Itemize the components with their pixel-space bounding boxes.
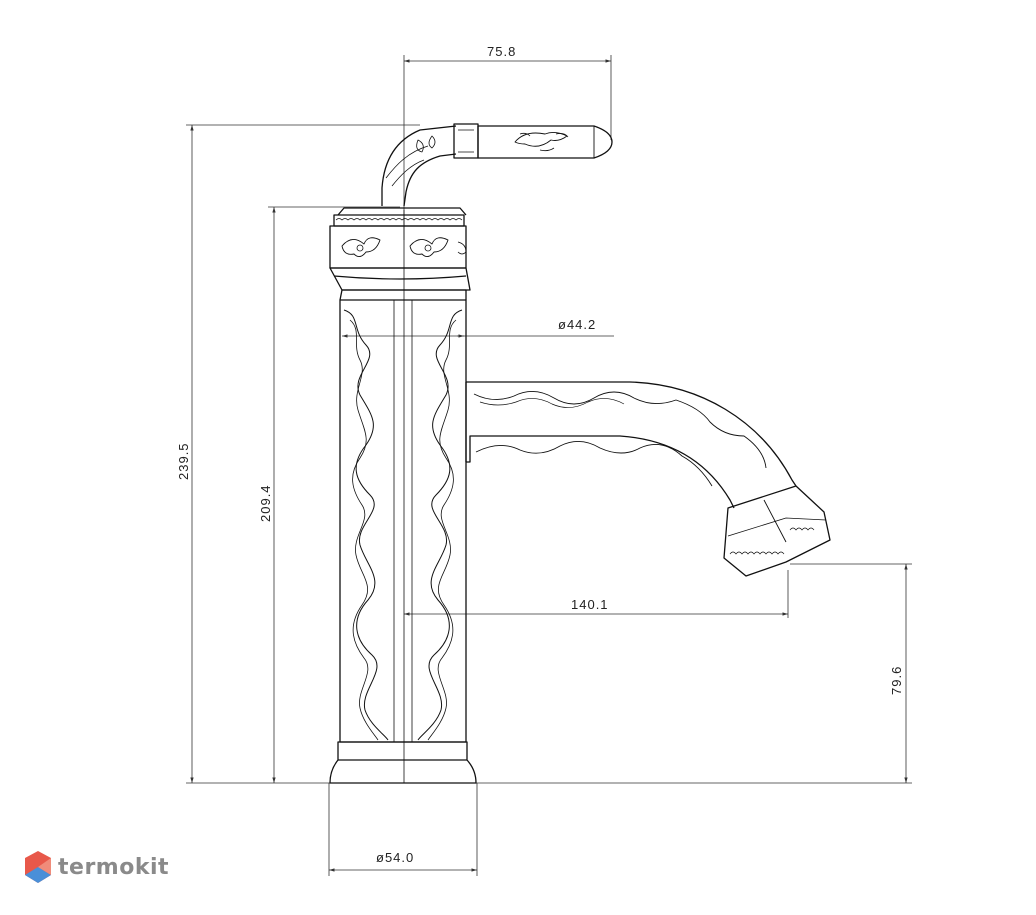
termokit-logo-icon bbox=[25, 851, 51, 883]
dim-handle-reach: 75.8 bbox=[487, 44, 516, 59]
faucet-base bbox=[329, 741, 477, 784]
logo-text: termokit bbox=[58, 854, 170, 880]
termokit-logo: termokit bbox=[24, 850, 169, 884]
dimension-lines bbox=[186, 55, 912, 876]
faucet-handle bbox=[381, 123, 613, 207]
faucet-spout bbox=[465, 381, 831, 577]
faucet-outline bbox=[329, 123, 831, 784]
faucet-column bbox=[339, 299, 467, 743]
dim-spout-reach: 140.1 bbox=[571, 597, 609, 612]
faucet-collar bbox=[329, 207, 471, 301]
dim-body-diameter: ø44.2 bbox=[558, 317, 596, 332]
dim-spout-height: 79.6 bbox=[889, 666, 904, 695]
dim-body-height: 209.4 bbox=[258, 484, 273, 522]
dim-base-diameter: ø54.0 bbox=[376, 850, 414, 865]
dim-total-height: 239.5 bbox=[176, 442, 191, 480]
